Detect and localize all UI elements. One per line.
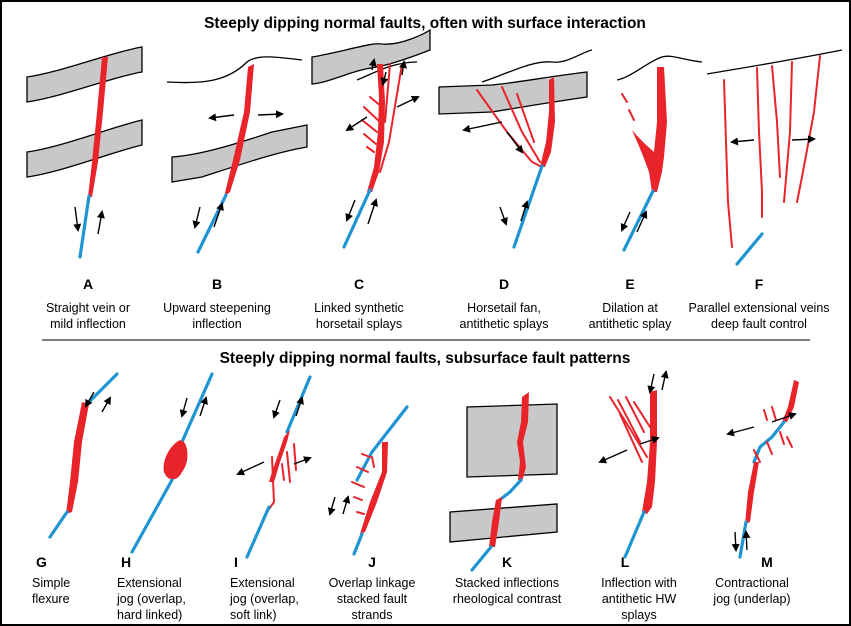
panel-a-caption-1: Straight vein or [46,301,130,315]
panel-k-letter: K [502,554,512,570]
panel-m-sketch [726,380,799,559]
top-section-title: Steeply dipping normal faults, often wit… [204,15,646,32]
panel-h-caption-1: Extensional [117,576,182,590]
panel-g-letter: G [36,554,47,570]
panel-j-letter: J [368,554,376,570]
panel-k-caption-1: Stacked inflections [455,576,559,590]
panel-h-caption-3: hard linked) [117,608,182,622]
panel-i-caption-3: soft link) [230,608,277,622]
panel-b-sketch [166,56,308,254]
panel-d-letter: D [499,276,509,292]
panel-h-sketch [130,372,214,554]
panel-l-caption-2: antithetic HW [602,592,677,606]
panel-e-caption-2: antithetic splay [589,317,672,331]
panel-f-letter: F [755,276,764,292]
panel-f-caption-1: Parallel extensional veins [688,301,829,315]
panel-b-letter: B [212,276,222,292]
panel-d-caption-2: antithetic splays [460,317,549,331]
panel-a-letter: A [83,276,93,292]
bottom-section-title: Steeply dipping normal faults, subsurfac… [220,350,631,367]
panel-d-caption-1: Horsetail fan, [467,301,541,315]
panel-l-letter: L [621,554,630,570]
panel-e-sketch [616,55,703,252]
panel-j-caption-1: Overlap linkage [329,576,416,590]
panel-i-letter: I [234,554,238,570]
panel-b-caption-1: Upward steepening [163,301,271,315]
panel-m-caption-1: Contractional [715,576,789,590]
panel-h-caption-2: jog (overlap, [116,592,186,606]
panel-j-caption-2: stacked fault [337,592,408,606]
panel-d-sketch [438,49,593,249]
panel-c-sketch [311,28,431,249]
panel-e-caption-1: Dilation at [602,301,658,315]
panel-c-caption-1: Linked synthetic [314,301,404,315]
panel-g-caption-1: Simple [32,576,70,590]
panel-b-caption-2: inflection [192,317,241,331]
panel-l-sketch [598,370,669,559]
panel-k-sketch [449,392,558,572]
panel-j-caption-3: strands [352,608,393,622]
panel-i-caption-1: Extensional [230,576,295,590]
panel-c-letter: C [354,276,364,292]
panel-f-caption-2: deep fault control [711,317,807,331]
panel-m-caption-2: jog (underlap) [712,592,790,606]
panel-i-sketch [236,375,312,559]
panel-l-caption-1: Inflection with [601,576,677,590]
panel-a-sketch [26,46,143,259]
panel-m-letter: M [761,554,773,570]
panel-j-sketch [327,405,409,556]
panel-e-letter: E [625,276,634,292]
panel-i-caption-2: jog (overlap, [229,592,299,606]
panel-c-caption-2: horsetail splays [316,317,402,331]
panel-g-sketch [48,372,119,539]
panel-a-caption-2: mild inflection [50,317,126,331]
panel-l-caption-3: splays [621,608,656,622]
panel-f-sketch [706,49,843,266]
panel-g-caption-2: flexure [32,592,70,606]
panel-h-letter: H [121,554,131,570]
panel-k-caption-2: rheological contrast [453,592,562,606]
